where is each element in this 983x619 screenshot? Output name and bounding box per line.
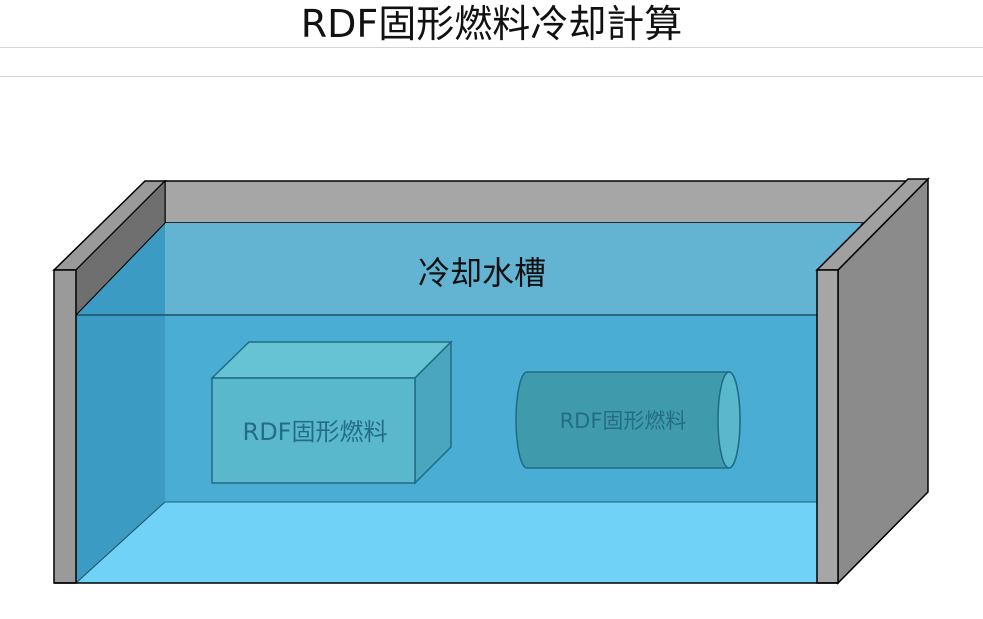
tank-label: 冷却水槽 xyxy=(418,254,546,292)
water-left-face xyxy=(76,223,165,583)
water-floor xyxy=(76,502,817,583)
rdf-box-label: RDF固形燃料 xyxy=(243,418,388,446)
title-divider-bottom xyxy=(0,76,983,77)
tank-left-wall-front xyxy=(53,269,77,584)
rdf-cylinder: RDF固形燃料 xyxy=(515,371,741,469)
rdf-box-top xyxy=(210,341,453,379)
rdf-cylinder-end xyxy=(717,371,741,469)
tank-right-wall-front xyxy=(816,269,839,584)
water-surface xyxy=(76,223,862,315)
rdf-cylinder-label: RDF固形燃料 xyxy=(560,409,687,433)
page-title: RDF固形燃料冷却計算 xyxy=(300,2,683,46)
title-divider-top xyxy=(0,47,983,48)
water-left-bottom-edge xyxy=(75,501,166,584)
rdf-box: RDF固形燃料 xyxy=(210,340,453,485)
tank-back-wall xyxy=(164,180,906,224)
rdf-box-front xyxy=(211,377,416,484)
